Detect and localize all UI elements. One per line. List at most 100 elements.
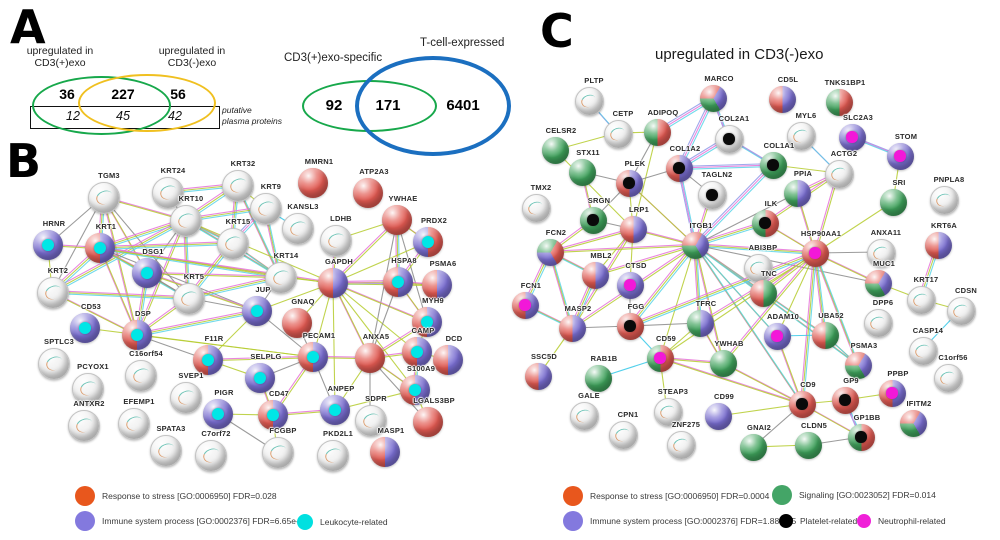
protein-node-KRT1[interactable] — [85, 233, 115, 263]
protein-node-GNAI2[interactable] — [739, 433, 767, 461]
protein-node-GALE[interactable] — [569, 401, 599, 431]
protein-node-HRNR[interactable] — [33, 230, 63, 260]
protein-node-UBA52[interactable] — [811, 321, 839, 349]
protein-node-CLDN5[interactable] — [794, 431, 822, 459]
protein-node-SLC2A3[interactable] — [838, 123, 866, 151]
protein-node-YWHAB[interactable] — [709, 349, 737, 377]
protein-node-KRT9[interactable] — [250, 193, 282, 225]
protein-node-STOM[interactable] — [886, 142, 914, 170]
protein-node-ADAM10[interactable] — [763, 322, 791, 350]
protein-node-TNKS1BP1[interactable] — [825, 88, 853, 116]
protein-node-DPP6[interactable] — [863, 308, 893, 338]
protein-node-ACTG2[interactable] — [824, 159, 854, 189]
protein-node-CD47[interactable] — [258, 400, 288, 430]
protein-node-FCN1[interactable] — [511, 291, 539, 319]
protein-node-ILK[interactable] — [751, 209, 779, 237]
protein-node-MUC1[interactable] — [864, 269, 892, 297]
protein-node-GP9[interactable] — [831, 386, 859, 414]
protein-node-SSC5D[interactable] — [524, 362, 552, 390]
protein-node-CD9[interactable] — [788, 390, 816, 418]
protein-node-TMX2[interactable] — [521, 193, 551, 223]
protein-node-PLTP[interactable] — [574, 86, 604, 116]
protein-node-MYL6[interactable] — [786, 121, 816, 151]
protein-node-PLEK[interactable] — [615, 169, 643, 197]
protein-node-CELSR2[interactable] — [541, 136, 569, 164]
protein-node-CPN1[interactable] — [608, 420, 638, 450]
protein-node-KRT5[interactable] — [173, 283, 205, 315]
protein-node-HSP90AA1[interactable] — [801, 239, 829, 267]
protein-node-RAB1B[interactable] — [584, 364, 612, 392]
protein-node-ZNF275[interactable] — [666, 430, 696, 460]
protein-node-LRP1[interactable] — [619, 215, 647, 243]
protein-node-YWHAE[interactable] — [382, 205, 412, 235]
protein-node-S100A9[interactable] — [400, 375, 430, 405]
protein-node-SDPR[interactable] — [355, 405, 387, 437]
protein-node-PSMA3[interactable] — [844, 351, 872, 379]
protein-node-STEAP3[interactable] — [653, 397, 683, 427]
protein-node-GP1BB[interactable] — [847, 423, 875, 451]
protein-node-TGM3[interactable] — [88, 182, 120, 214]
protein-node-CETP[interactable] — [603, 119, 633, 149]
protein-node-IFITM2[interactable] — [899, 409, 927, 437]
protein-node-ANXA5[interactable] — [355, 343, 385, 373]
protein-node-HSPA8[interactable] — [383, 267, 413, 297]
protein-node-STX11[interactable] — [568, 158, 596, 186]
protein-node-SELPLG[interactable] — [245, 363, 275, 393]
protein-node-CDSN[interactable] — [946, 296, 976, 326]
protein-node-LDHB[interactable] — [320, 225, 352, 257]
protein-node-COL1A2[interactable] — [665, 154, 693, 182]
protein-node-KRT17[interactable] — [906, 285, 936, 315]
protein-node-PECAM1[interactable] — [298, 342, 328, 372]
protein-node-CAMP[interactable] — [402, 337, 432, 367]
protein-node-GAPDH[interactable] — [318, 268, 348, 298]
protein-node-CD99[interactable] — [704, 402, 732, 430]
protein-node-TAGLN2[interactable] — [697, 180, 727, 210]
protein-node-PCYOX1[interactable] — [72, 373, 104, 405]
protein-node-PRDX2[interactable] — [413, 227, 443, 257]
protein-node-EFEMP1[interactable] — [118, 408, 150, 440]
protein-node-KRT6A[interactable] — [924, 231, 952, 259]
protein-node-JUP[interactable] — [242, 296, 272, 326]
protein-node-MYH9[interactable] — [412, 307, 442, 337]
protein-node-KANSL3[interactable] — [282, 213, 314, 245]
protein-node-PIGR[interactable] — [203, 399, 233, 429]
protein-node-PPIA[interactable] — [783, 179, 811, 207]
protein-node-PKD2L1[interactable] — [317, 440, 349, 472]
protein-node-SRI[interactable] — [879, 188, 907, 216]
protein-node-ADIPOQ[interactable] — [643, 118, 671, 146]
protein-node-PNPLA8[interactable] — [929, 185, 959, 215]
protein-node-C16orf54[interactable] — [125, 360, 157, 392]
protein-node-ABI3BP[interactable] — [743, 253, 773, 283]
protein-node-KRT24[interactable] — [152, 177, 184, 209]
protein-node-TNC[interactable] — [749, 279, 777, 307]
protein-node-LGALS3BP[interactable] — [413, 407, 443, 437]
protein-node-SRGN[interactable] — [579, 206, 607, 234]
protein-node-KRT15[interactable] — [217, 228, 249, 260]
protein-node-DSG1[interactable] — [132, 258, 162, 288]
protein-node-COL1A1[interactable] — [759, 151, 787, 179]
protein-node-SPTLC3[interactable] — [38, 348, 70, 380]
protein-node-TFRC[interactable] — [686, 309, 714, 337]
protein-node-MASP2[interactable] — [558, 314, 586, 342]
protein-node-COL2A1[interactable] — [714, 124, 744, 154]
protein-node-ATP2A3[interactable] — [353, 178, 383, 208]
protein-node-FCGBP[interactable] — [262, 437, 294, 469]
protein-node-MASP1[interactable] — [370, 437, 400, 467]
protein-node-CTSD[interactable] — [616, 271, 644, 299]
protein-node-FCN2[interactable] — [536, 238, 564, 266]
protein-node-SVEP1[interactable] — [170, 382, 202, 414]
protein-node-DSP[interactable] — [122, 320, 152, 350]
protein-node-ITGB1[interactable] — [681, 231, 709, 259]
protein-node-CASP14[interactable] — [908, 336, 938, 366]
protein-node-C7orf72[interactable] — [195, 440, 227, 472]
protein-node-ANTXR2[interactable] — [68, 410, 100, 442]
protein-node-MMRN1[interactable] — [298, 168, 328, 198]
protein-node-CD5L[interactable] — [768, 85, 796, 113]
protein-node-GNAQ[interactable] — [282, 308, 312, 338]
protein-node-CD59[interactable] — [646, 344, 674, 372]
protein-node-F11R[interactable] — [193, 345, 223, 375]
protein-node-PPBP[interactable] — [878, 379, 906, 407]
protein-node-ANXA11[interactable] — [866, 238, 896, 268]
protein-node-C1orf56[interactable] — [933, 363, 963, 393]
protein-node-KRT2[interactable] — [37, 277, 69, 309]
